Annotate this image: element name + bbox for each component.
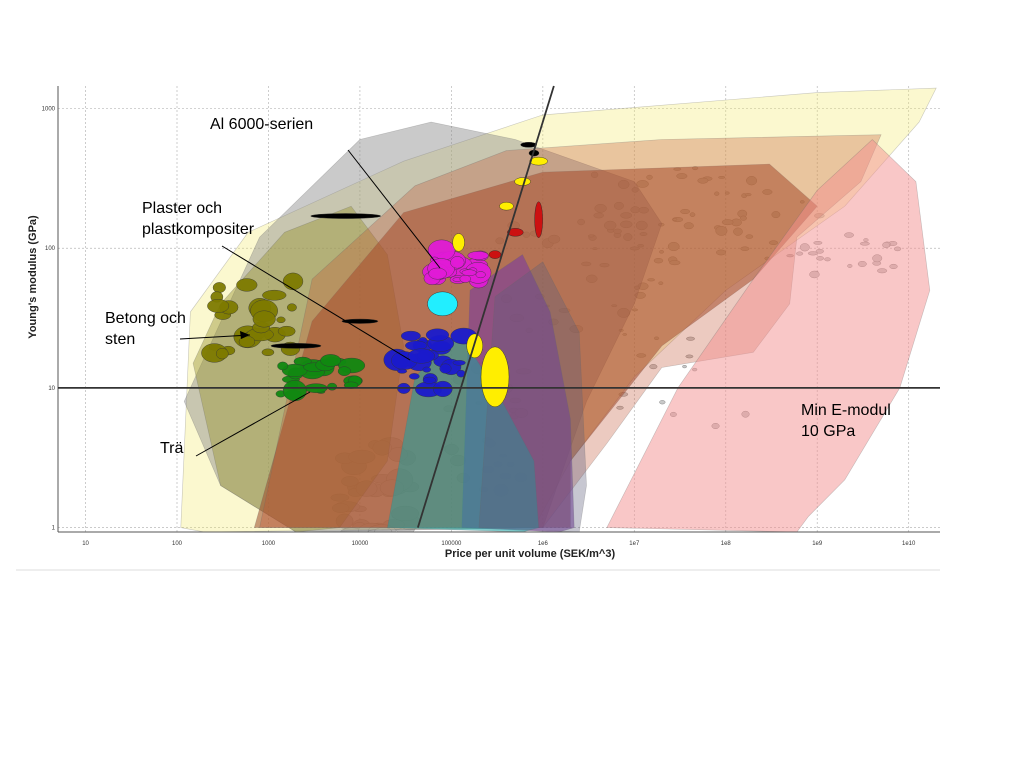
family-bubble-al6000: [428, 267, 447, 280]
family-bubble-al6000: [475, 271, 486, 279]
family-bubble-concrete: [276, 316, 286, 324]
axes: [57, 86, 940, 533]
accent-bubble: [427, 291, 458, 317]
family-bubble-concrete: [261, 348, 275, 357]
family-bubble-wood: [320, 354, 341, 367]
envelope-slate: [478, 261, 587, 532]
accent-bubble: [534, 201, 543, 238]
annotation-concrete: Betong och sten: [105, 310, 186, 348]
family-bubble-al6000: [467, 251, 489, 260]
material-bubble: [339, 527, 364, 532]
family-bubble-plastics: [400, 330, 421, 342]
accent-bubble: [529, 156, 548, 166]
annotation-leaders: [179, 149, 441, 457]
material-bubble: [686, 336, 695, 341]
accent-bubble: [341, 318, 379, 324]
accent-bubble: [514, 177, 531, 186]
envelope-pink: [606, 139, 931, 532]
y-tick-label: 1000: [42, 107, 56, 113]
x-tick-label: 10000: [352, 541, 369, 547]
y-axis-title: Young's modulus (GPa): [27, 215, 39, 339]
material-bubble: [616, 405, 624, 410]
family-bubble-al6000: [459, 274, 471, 283]
x-tick-label: 1e6: [538, 541, 549, 547]
leader-wood: [195, 391, 311, 457]
y-tick-label: 1: [52, 526, 56, 532]
material-bubble: [659, 400, 666, 405]
accent-bubble: [520, 142, 537, 148]
material-families: [180, 87, 937, 532]
family-bubble-wood: [337, 366, 351, 376]
family-bubble-plastics: [422, 366, 431, 373]
material-bubble: [685, 354, 694, 359]
family-bubble-concrete: [215, 348, 229, 360]
family-bubble-concrete: [262, 289, 287, 301]
family-bubble-wood: [282, 380, 307, 402]
family-bubble-concrete: [287, 303, 297, 312]
leader-plastics: [221, 245, 411, 361]
x-tick-label: 10: [82, 541, 89, 547]
family-bubble-plastics: [439, 363, 452, 374]
accent-bubble: [507, 228, 524, 237]
annotation-wood: Trä: [160, 440, 184, 457]
family-bubble-wood: [327, 382, 338, 391]
family-bubble-concrete: [207, 299, 230, 313]
family-bubble-plastics: [409, 373, 420, 380]
leader-al6000: [347, 149, 441, 269]
accent-bubble: [499, 201, 514, 211]
x-tick-label: 1e10: [902, 541, 916, 547]
family-bubble-plastics: [452, 360, 466, 366]
family-bubble-wood: [277, 361, 289, 371]
family-bubble-concrete: [252, 310, 276, 328]
y-tick-label: 100: [45, 246, 56, 252]
family-bubble-plastics: [425, 328, 449, 342]
family-bubble-concrete: [282, 272, 304, 291]
x-tick-label: 1e7: [629, 541, 640, 547]
leader-concrete: [179, 334, 251, 340]
reference-lines: [58, 85, 940, 528]
family-bubble-plastics: [422, 376, 436, 384]
selection-line: [416, 85, 555, 528]
annotation-emod: Min E-modul 10 GPa: [801, 402, 891, 440]
accent-bubble: [452, 233, 465, 252]
family-bubble-concrete: [277, 325, 296, 337]
y-tick-label: 10: [48, 386, 55, 392]
x-tick-label: 1e9: [812, 541, 823, 547]
x-tick-label: 1e8: [721, 541, 732, 547]
accent-bubble: [270, 343, 322, 349]
x-tick-label: 100000: [441, 541, 462, 547]
family-bubble-al6000: [461, 269, 477, 276]
x-tick-label: 1000: [262, 541, 276, 547]
material-bubble: [649, 364, 658, 370]
annotation-al6000: Al 6000-serien: [210, 116, 314, 133]
family-bubble-plastics: [397, 368, 408, 374]
family-bubble-al6000: [450, 256, 465, 269]
family-bubble-plastics: [407, 348, 435, 364]
annotation-plastics: Plaster och plastkompositer: [142, 200, 255, 238]
family-bubble-plastics: [433, 380, 453, 397]
tick-labels: 10 100 1000 10000 100000 1e6 1e7 1e8 1e9 1e10 1 10 1…: [42, 107, 916, 547]
material-bubble: [682, 365, 687, 369]
family-bubble-concrete: [212, 282, 226, 293]
x-tick-label: 100: [172, 541, 183, 547]
x-axis-title: Price per unit volume (SEK/m^3): [445, 548, 616, 560]
accent-bubble: [310, 213, 381, 219]
leader-arrowhead: [240, 331, 250, 339]
accent-bubble: [488, 250, 502, 259]
accent-bubble: [480, 346, 510, 408]
family-bubble-concrete: [236, 278, 258, 292]
